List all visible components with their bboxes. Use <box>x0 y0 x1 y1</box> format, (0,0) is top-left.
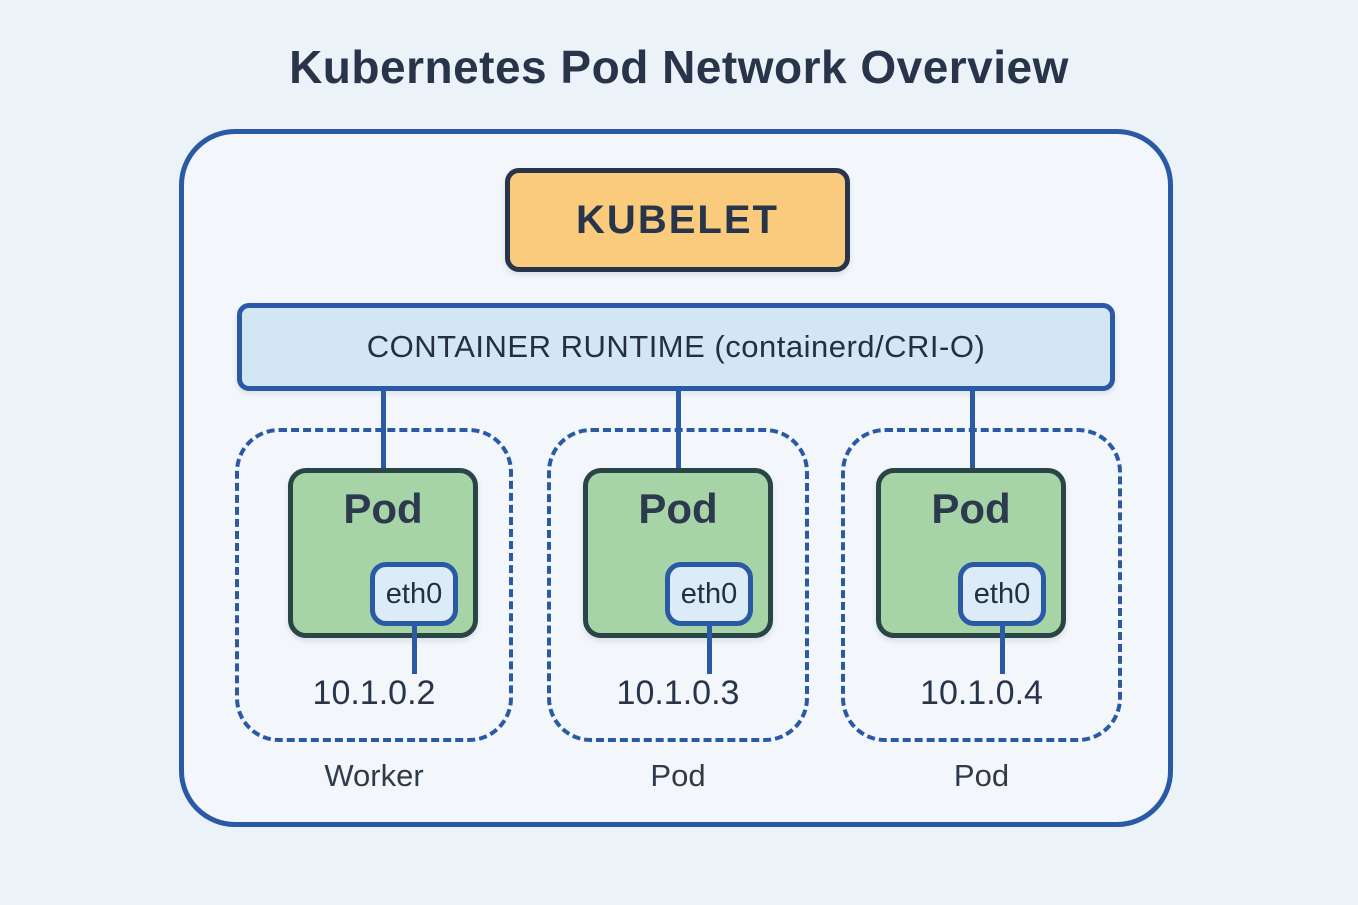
node-boundary-box: KUBELET CONTAINER RUNTIME (containerd/CR… <box>179 129 1173 827</box>
group-caption: Pod <box>650 758 706 793</box>
container-runtime-label: CONTAINER RUNTIME (containerd/CRI-O) <box>366 329 986 364</box>
pod-group-1: Pod eth0 10.1.0.2 Worker <box>235 428 513 794</box>
pod-ip-label: 10.1.0.4 <box>920 674 1043 712</box>
eth0-to-ip-connector-line <box>412 624 417 674</box>
group-caption: Worker <box>324 758 424 793</box>
pod-label: Pod <box>931 485 1011 532</box>
pod-sandbox-dashed-box: Pod eth0 10.1.0.2 <box>235 428 513 742</box>
eth0-interface-box: eth0 <box>370 562 458 626</box>
page-title: Kubernetes Pod Network Overview <box>289 41 1069 93</box>
eth0-to-ip-connector-line <box>1000 624 1005 674</box>
container-runtime-box: CONTAINER RUNTIME (containerd/CRI-O) <box>237 303 1115 391</box>
eth0-interface-box: eth0 <box>665 562 753 626</box>
pod-ip-label: 10.1.0.3 <box>616 674 740 712</box>
eth0-interface-box: eth0 <box>958 562 1046 626</box>
runtime-to-pod-connector-line <box>381 391 386 475</box>
eth0-to-ip-connector-line <box>707 624 712 674</box>
pod-sandbox-dashed-box: Pod eth0 10.1.0.3 <box>547 428 809 742</box>
eth0-label: eth0 <box>385 577 443 610</box>
kubelet-label: KUBELET <box>576 197 779 242</box>
pod-ip-label: 10.1.0.2 <box>312 674 436 712</box>
pod-group-3: Pod eth0 10.1.0.4 Pod <box>841 428 1122 794</box>
pod-box: Pod eth0 <box>876 468 1066 638</box>
eth0-label: eth0 <box>680 577 738 610</box>
pod-label: Pod <box>638 485 718 532</box>
pod-sandbox-dashed-box: Pod eth0 10.1.0.4 <box>841 428 1122 742</box>
pod-group-2: Pod eth0 10.1.0.3 Pod <box>547 428 809 794</box>
kubelet-box: KUBELET <box>505 168 850 272</box>
pod-label: Pod <box>343 485 423 532</box>
pod-box: Pod eth0 <box>288 468 478 638</box>
runtime-to-pod-connector-line <box>676 391 681 475</box>
runtime-to-pod-connector-line <box>970 391 975 475</box>
group-caption: Pod <box>953 758 1010 793</box>
pod-box: Pod eth0 <box>583 468 773 638</box>
eth0-label: eth0 <box>973 577 1031 610</box>
